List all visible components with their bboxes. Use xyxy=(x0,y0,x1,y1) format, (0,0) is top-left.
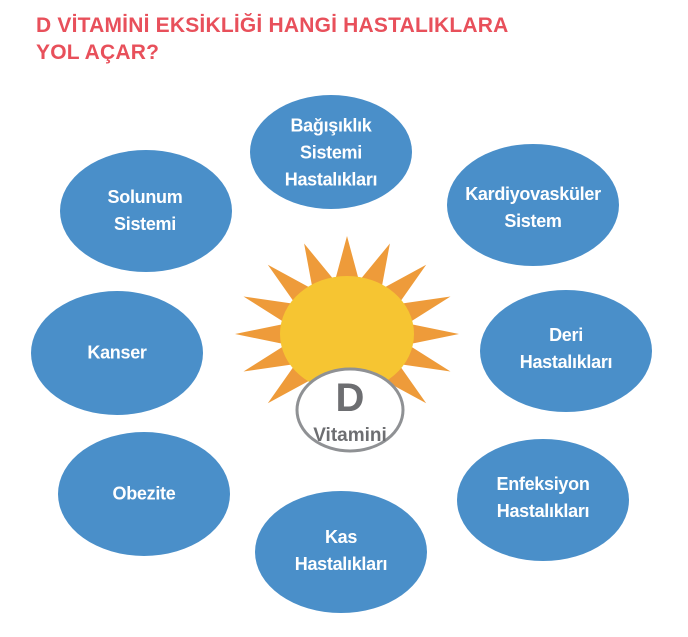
node-kas-shape xyxy=(255,491,427,613)
node-solunum-shape xyxy=(60,150,232,272)
node-kardiyovaskuler-shape xyxy=(447,144,619,266)
vitamin-d-badge xyxy=(295,367,405,453)
node-enfeksiyon-shape xyxy=(457,439,629,561)
title-line-1: D VİTAMİNİ EKSİKLİĞİ HANGİ HASTALIKLARA xyxy=(36,14,509,37)
sun-icon xyxy=(235,236,459,432)
node-deri-shape xyxy=(480,290,652,412)
node-kanser-shape xyxy=(31,291,203,415)
page-title: D VİTAMİNİ EKSİKLİĞİ HANGİ HASTALIKLARA … xyxy=(36,12,556,66)
badge-letter: D xyxy=(335,376,365,420)
title-line-2: YOL AÇAR? xyxy=(36,41,160,64)
node-obezite-shape xyxy=(58,432,230,556)
node-bagisiklik-shape xyxy=(250,95,412,209)
badge-word: Vitamini xyxy=(313,425,387,446)
